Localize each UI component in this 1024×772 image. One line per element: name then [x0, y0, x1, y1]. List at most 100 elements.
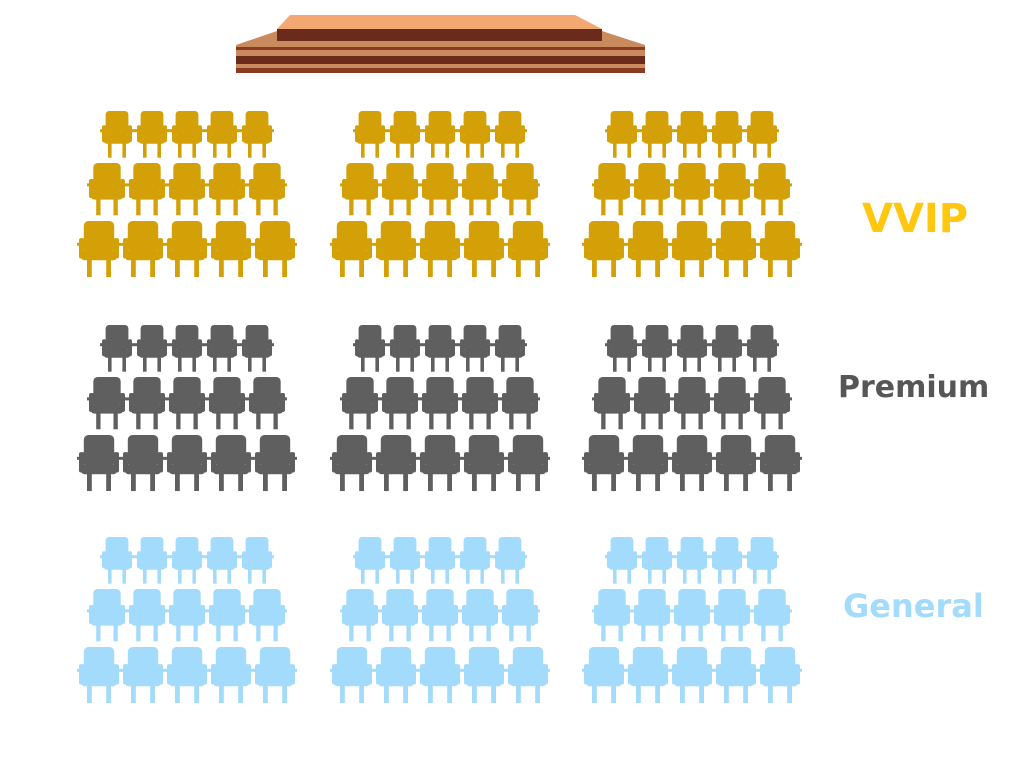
seat-back	[715, 325, 739, 351]
seat	[508, 647, 548, 704]
seat-leg	[641, 412, 646, 430]
seat-cushion	[424, 190, 456, 200]
seat-leg	[613, 356, 617, 372]
seat	[137, 111, 167, 158]
seat-leg	[648, 568, 652, 584]
seat-block	[582, 537, 802, 704]
seat-leg	[262, 356, 266, 372]
seat-back	[173, 377, 201, 407]
seat-leg	[658, 624, 663, 642]
seat-back	[426, 163, 454, 193]
seat-cushion	[464, 616, 496, 626]
seat	[89, 163, 125, 216]
seat-cushion	[138, 561, 166, 570]
seat-leg	[150, 259, 155, 278]
seat-cushion	[344, 616, 376, 626]
seat-cushion	[510, 464, 546, 475]
seat-leg	[192, 356, 196, 372]
seat	[754, 589, 790, 642]
seat-leg	[753, 568, 757, 584]
seat-leg	[447, 259, 452, 278]
seat	[607, 537, 637, 584]
seat-leg	[491, 259, 496, 278]
seat-cushion	[243, 135, 271, 144]
seat-cushion	[762, 250, 798, 261]
seat	[342, 163, 378, 216]
seat-leg	[389, 624, 394, 642]
seat-leg	[618, 412, 623, 430]
seat	[462, 589, 498, 642]
seat-leg	[491, 473, 496, 492]
seat-back	[253, 163, 281, 193]
seat-leg	[516, 259, 521, 278]
seat-leg	[445, 568, 449, 584]
seat-back	[645, 537, 669, 563]
seat-leg	[721, 624, 726, 642]
seat-back	[758, 377, 786, 407]
seat-leg	[767, 568, 771, 584]
seat-cushion	[510, 676, 546, 687]
seat-cushion	[356, 561, 384, 570]
seat-back	[512, 647, 544, 679]
seat-cushion	[208, 349, 236, 358]
seat-cushion	[426, 135, 454, 144]
seat	[674, 163, 710, 216]
seat-back	[468, 435, 500, 467]
seat-leg	[681, 624, 686, 642]
seat	[747, 325, 777, 372]
seat-leg	[256, 624, 261, 642]
seat-cushion	[461, 561, 489, 570]
seat-cushion	[422, 250, 458, 261]
seat-cushion	[716, 404, 748, 414]
seat-leg	[213, 356, 217, 372]
seat	[672, 647, 712, 704]
seat	[137, 537, 167, 584]
seat-leg	[718, 568, 722, 584]
seat-leg	[429, 624, 434, 642]
seat-leg	[396, 142, 400, 158]
seat	[712, 325, 742, 372]
seat-cushion	[464, 404, 496, 414]
seat	[207, 325, 237, 372]
seat-cushion	[103, 561, 131, 570]
seat-leg	[131, 473, 136, 492]
seat	[628, 647, 668, 704]
seat-leg	[501, 356, 505, 372]
seat	[89, 589, 125, 642]
seat	[754, 163, 790, 216]
seat-leg	[732, 356, 736, 372]
seat-leg	[361, 568, 365, 584]
seat-leg	[526, 198, 531, 216]
seat-leg	[466, 142, 470, 158]
seat-back	[253, 377, 281, 407]
seat	[460, 325, 490, 372]
seat-cushion	[169, 250, 205, 261]
seat-leg	[429, 198, 434, 216]
seat-leg	[384, 685, 389, 704]
seat-leg	[592, 259, 597, 278]
seat-back	[245, 537, 269, 563]
seat-back	[466, 163, 494, 193]
seat-leg	[176, 412, 181, 430]
seat-cushion	[208, 561, 236, 570]
seat-leg	[761, 624, 766, 642]
seat-back	[750, 111, 774, 137]
seat-leg	[697, 568, 701, 584]
seat-back	[336, 221, 368, 253]
seat-back	[171, 221, 203, 253]
seat-leg	[698, 624, 703, 642]
seat-leg	[361, 142, 365, 158]
stage-band	[236, 68, 645, 73]
seat-leg	[227, 142, 231, 158]
seat	[255, 221, 295, 278]
seat-back	[105, 537, 129, 563]
seat-leg	[375, 142, 379, 158]
seat-cushion	[424, 404, 456, 414]
seat-leg	[361, 356, 365, 372]
seat-leg	[627, 142, 631, 158]
seat-back	[680, 325, 704, 351]
seat-back	[720, 435, 752, 467]
seat-back	[598, 163, 626, 193]
